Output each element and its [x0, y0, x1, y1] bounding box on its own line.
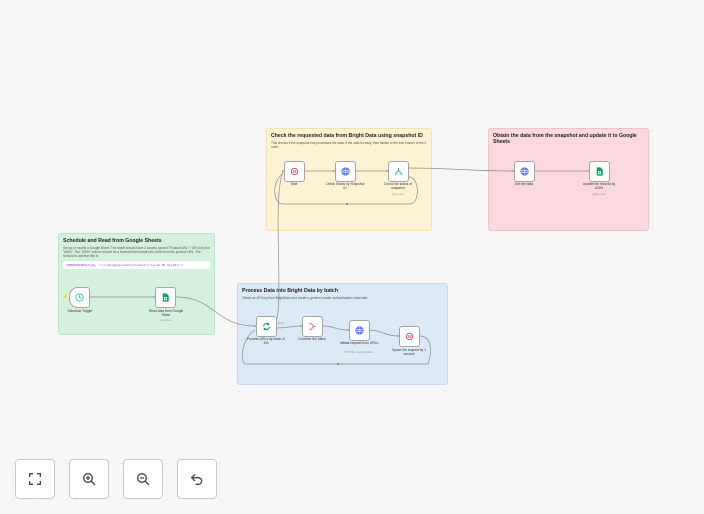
node-label: Combine the batch: [298, 337, 326, 341]
edge-process-to-combine: [275, 325, 302, 329]
globe-icon: [520, 167, 529, 176]
node-label: Check Status by Snapshot ID: [325, 182, 365, 190]
loop-icon: [263, 322, 270, 331]
edge-combine-to-initiate: [322, 325, 349, 331]
node-combine[interactable]: [302, 316, 323, 337]
undo-icon: [190, 473, 203, 485]
sticky-schedule[interactable]: Schedule and Read from Google Sheets Set…: [58, 233, 215, 335]
sticky-formula: =REGEXEXTRACT(A2, "/(?:dp|gp/product|pro…: [63, 261, 210, 270]
node-label: Schedule Trigger: [67, 309, 93, 313]
loop-done-label: done: [278, 321, 284, 325]
node-label: Update the records by ASIN: [582, 182, 616, 190]
zoom-in-button[interactable]: [69, 459, 109, 499]
wait-icon: [405, 332, 414, 341]
node-subtitle: read: sheet: [160, 319, 172, 322]
sticky-title: Check the requested data from Bright Dat…: [271, 133, 423, 139]
node-subtitle: update: sheet: [591, 193, 607, 196]
node-label: Initiate request from URLs: [339, 341, 379, 345]
edge-initiate-to-space: [368, 329, 399, 337]
node-subtitle: done: state: [392, 193, 404, 196]
zoom-out-button[interactable]: [123, 459, 163, 499]
node-label: Process URLs by batch of 10s: [246, 337, 286, 345]
node-label: Wait: [290, 182, 298, 186]
zoom-out-icon: [137, 473, 150, 486]
node-process-urls[interactable]: [256, 316, 277, 337]
edge-if-true-to-get-data: [408, 167, 514, 172]
fit-view-button[interactable]: [15, 459, 55, 499]
node-subtitle: POST: https://api.brightdata...: [343, 351, 375, 354]
google-sheets-icon: [162, 293, 169, 302]
sticky-text: This checks if the snapshot has processe…: [271, 141, 427, 150]
sticky-title: Obtain the data from the snapshot and up…: [493, 133, 637, 146]
node-schedule-trigger[interactable]: [69, 287, 90, 308]
trigger-bolt-icon: ⚡: [62, 294, 69, 300]
node-get-data[interactable]: [514, 161, 535, 182]
globe-icon: [355, 326, 364, 335]
edge-add-handle: [337, 363, 339, 365]
sticky-title: Schedule and Read from Google Sheets: [63, 238, 162, 244]
node-label: Check the status of snapshot: [383, 182, 413, 190]
node-space[interactable]: [399, 326, 420, 347]
node-check-snapshot[interactable]: [388, 161, 409, 182]
node-label: Get the data: [514, 182, 534, 186]
edge-process-done-to-wait: [275, 170, 284, 323]
node-label: Space the request by 1 second: [392, 348, 426, 356]
node-update-sheet[interactable]: [589, 161, 610, 182]
edge-read-to-process: [175, 296, 256, 327]
node-wait[interactable]: [284, 161, 305, 182]
node-read-sheet[interactable]: [155, 287, 176, 308]
sticky-text: Set up or modify a Google Sheet. The she…: [63, 246, 210, 259]
sticky-text: Obtain an API key from BrightData and cr…: [242, 296, 368, 301]
if-icon: [395, 167, 402, 175]
zoom-in-icon: [83, 473, 96, 486]
google-sheets-icon: [596, 167, 603, 176]
edge-add-handle: [346, 203, 348, 205]
node-initiate[interactable]: [349, 320, 370, 341]
merge-icon: [309, 323, 316, 330]
clock-icon: [75, 293, 84, 302]
fit-view-icon: [29, 473, 41, 485]
wait-icon: [290, 167, 299, 176]
undo-button[interactable]: [177, 459, 217, 499]
node-check-status[interactable]: [335, 161, 356, 182]
sticky-title: Process Data into Bright Data by batch: [242, 288, 338, 294]
node-label: Read data from Google Sheet: [148, 309, 184, 317]
globe-icon: [341, 167, 350, 176]
